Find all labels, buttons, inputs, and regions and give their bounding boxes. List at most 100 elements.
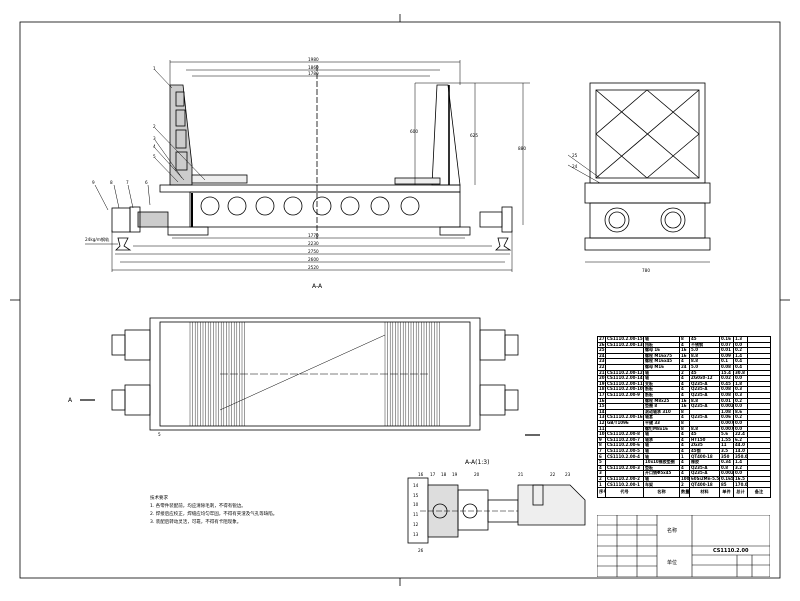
part-balloon: 14	[413, 483, 419, 488]
cell-no: 25	[597, 347, 606, 354]
cell-no: 11	[597, 425, 606, 433]
part-balloon: 25	[572, 153, 578, 158]
part-balloon: 21	[518, 472, 524, 477]
drawing-number: CS1110.2.00	[713, 548, 749, 554]
note-line: 2. 焊接后应校正，焊缝应均匀牢固，不得有夹渣及气孔等缺陷。	[150, 512, 278, 517]
cell-code: CS1110.2.00-4	[605, 453, 644, 461]
part-balloon: 9	[92, 180, 95, 185]
part-balloon: 18	[441, 472, 447, 477]
part-balloon: 10	[413, 502, 419, 507]
cell-remark	[747, 447, 771, 455]
cell-no: 10	[597, 431, 606, 438]
cell-code: CS1110.2.00-1	[605, 481, 644, 488]
cell-code: CS1110.2.00-6	[605, 442, 644, 449]
cell-remark	[747, 419, 771, 427]
lightening-hole	[400, 196, 420, 216]
lightening-hole	[340, 196, 360, 216]
cell-remark	[747, 403, 771, 410]
cell-remark	[747, 453, 771, 461]
cell-no: 17	[597, 391, 606, 399]
cell-total: 350.0	[733, 453, 748, 461]
cell-no: 15	[597, 403, 606, 410]
cell-remark	[747, 459, 771, 466]
header-material: 材料	[689, 487, 720, 499]
cell-unit: 0.165	[719, 475, 734, 483]
part-balloon: 16	[418, 472, 424, 477]
part-balloon: 23	[565, 472, 571, 477]
dim-text: 600	[410, 129, 418, 134]
part-balloon: 6	[145, 180, 148, 185]
cell-remark	[747, 397, 771, 405]
cell-no: 18	[597, 386, 606, 393]
part-balloon: 2	[153, 124, 156, 129]
cell-remark	[747, 380, 771, 388]
cell-remark	[747, 341, 771, 349]
cell-remark	[747, 442, 771, 449]
rail-note: 24kg/m钢轨	[85, 236, 110, 243]
cell-remark	[747, 464, 771, 472]
part-balloon: 22	[550, 472, 556, 477]
cell-remark	[747, 364, 771, 371]
cell-remark	[747, 352, 771, 360]
note-line: 3. 装配后转动灵活，可靠，不得有卡阻现象。	[150, 520, 242, 525]
title-block: 名称 单位 CS1110.2.00	[597, 515, 770, 577]
cell-remark	[747, 436, 771, 444]
dim-text: 2520	[308, 265, 319, 270]
table-header: 序号代号名称数量材料单件总计备注	[597, 487, 771, 499]
note-line: 1. 各零件装配前，均应清除毛刺，不得有锐边。	[150, 504, 246, 509]
detail-label: A-A(1:3)	[465, 459, 489, 466]
header-name: 名称	[643, 487, 680, 499]
cell-material: 60Si2Mn-5.5	[689, 475, 720, 483]
cell-code: CS1110.2.00-9	[605, 391, 644, 399]
cell-code: CS1110.2.00-15	[605, 336, 644, 343]
cell-remark	[747, 425, 771, 433]
part-balloon: 20	[474, 472, 480, 477]
cell-no: 16	[597, 397, 606, 405]
cell-no: 19	[597, 380, 606, 388]
lightening-hole	[200, 196, 220, 216]
cell-code: CS1110.2.00-8	[605, 431, 644, 438]
cell-unit: 0.007	[719, 419, 734, 427]
leader-lines	[85, 69, 206, 245]
dim-text: 1980	[308, 57, 319, 62]
header-code: 代号	[605, 487, 644, 499]
technical-notes: 技术要求 1. 各零件装配前，均应清除毛刺，不得有锐边。 2. 焊接后应校正，焊…	[150, 495, 277, 527]
cell-total: 170.0	[733, 481, 748, 488]
front-section-view	[111, 65, 513, 251]
cell-remark	[747, 408, 771, 416]
lightening-hole	[312, 196, 332, 216]
dimension-lines	[111, 60, 530, 272]
lightening-hole	[370, 196, 390, 216]
cell-code: CS1110.2.00-16	[605, 414, 644, 421]
part-balloon: 11	[413, 512, 419, 517]
cell-remark	[747, 386, 771, 393]
cell-remark	[747, 391, 771, 399]
part-balloon: 24	[572, 164, 578, 169]
cell-remark	[747, 475, 771, 483]
name-label: 名称	[667, 528, 678, 534]
dim-text: 1770	[308, 233, 319, 238]
cell-remark	[747, 414, 771, 421]
cell-no: 20	[597, 375, 606, 382]
lightening-hole	[283, 196, 303, 216]
cell-unit: 0.002	[719, 403, 734, 410]
detail-section-view	[407, 477, 586, 544]
cell-remark	[747, 347, 771, 354]
header-total: 总计	[733, 487, 748, 499]
